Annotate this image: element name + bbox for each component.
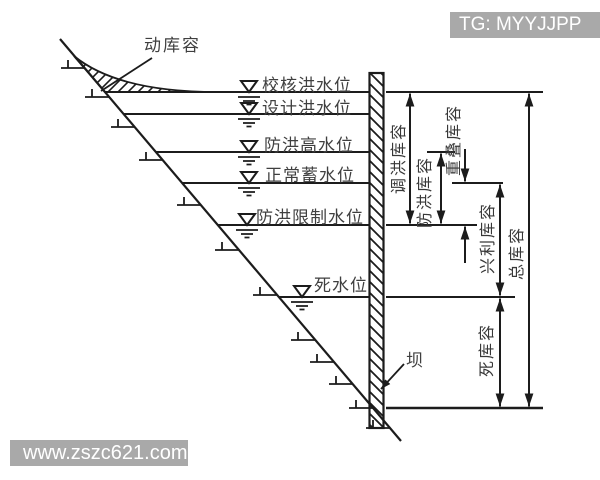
normal-storage-level-label: 正常蓄水位 [265, 166, 355, 186]
flood-regulation-storage-label: 调洪库容 [389, 121, 408, 195]
flood-control-storage-label: 防洪库容 [415, 155, 434, 229]
beneficial-storage-label: 兴利库容 [478, 201, 497, 275]
design-flood-level-label: 设计洪水位 [262, 99, 352, 119]
water-surface-symbols [236, 80, 313, 311]
dead-water-level-label: 死水位 [314, 276, 368, 296]
watermark-top-right: TG: MYYJJPP [450, 12, 600, 38]
dam-body [368, 71, 385, 430]
watermark-bottom-left: www.zszc621.com [10, 440, 188, 466]
dead-storage-label: 死库容 [477, 322, 496, 378]
flood-limit-level-label: 防洪限制水位 [256, 208, 364, 228]
total-storage-label: 总库容 [507, 225, 526, 281]
slope-tick-marks [61, 60, 390, 429]
dam-label: 坝 [406, 351, 424, 371]
reservoir-slope-line [59, 38, 402, 442]
dynamic-storage-leader-line [100, 57, 153, 92]
flood-high-level-label: 防洪高水位 [264, 136, 354, 156]
dynamic-storage-label: 动库容 [144, 36, 201, 56]
water-level-lines [105, 91, 370, 298]
check-flood-level-label: 校核洪水位 [262, 76, 352, 96]
dimension-extension-lines [386, 91, 543, 298]
dam-leader-line [380, 363, 405, 390]
storage-dimension-arrows [405, 93, 534, 407]
overlap-storage-label: 重叠库容 [444, 103, 463, 177]
